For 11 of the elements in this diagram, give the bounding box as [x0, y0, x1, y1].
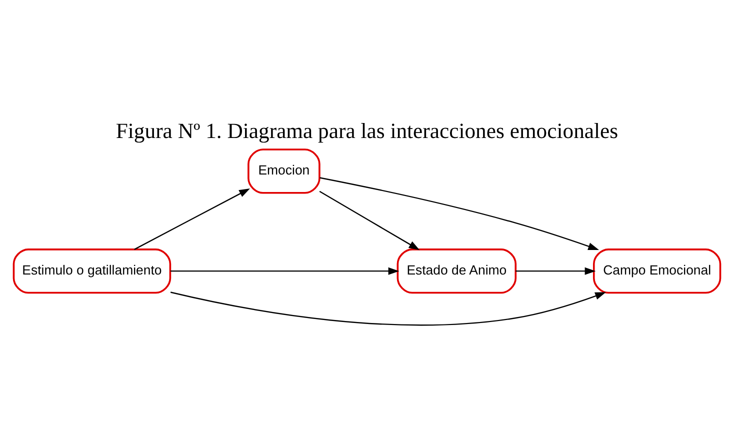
arrow	[170, 291, 606, 326]
node-box: Campo Emocional	[592, 248, 722, 294]
diagram-title: Figura Nº 1. Diagrama para las interacciones emocionales	[116, 118, 618, 142]
arrow	[516, 266, 596, 274]
node-box: Emocion	[248, 148, 320, 194]
node-box: Estimulo o gatillamiento	[12, 248, 172, 294]
arrow	[170, 266, 400, 274]
node-box: Estado de Animo	[396, 248, 517, 294]
arrow	[319, 190, 420, 250]
arrow	[320, 176, 600, 250]
arrow	[134, 188, 250, 250]
